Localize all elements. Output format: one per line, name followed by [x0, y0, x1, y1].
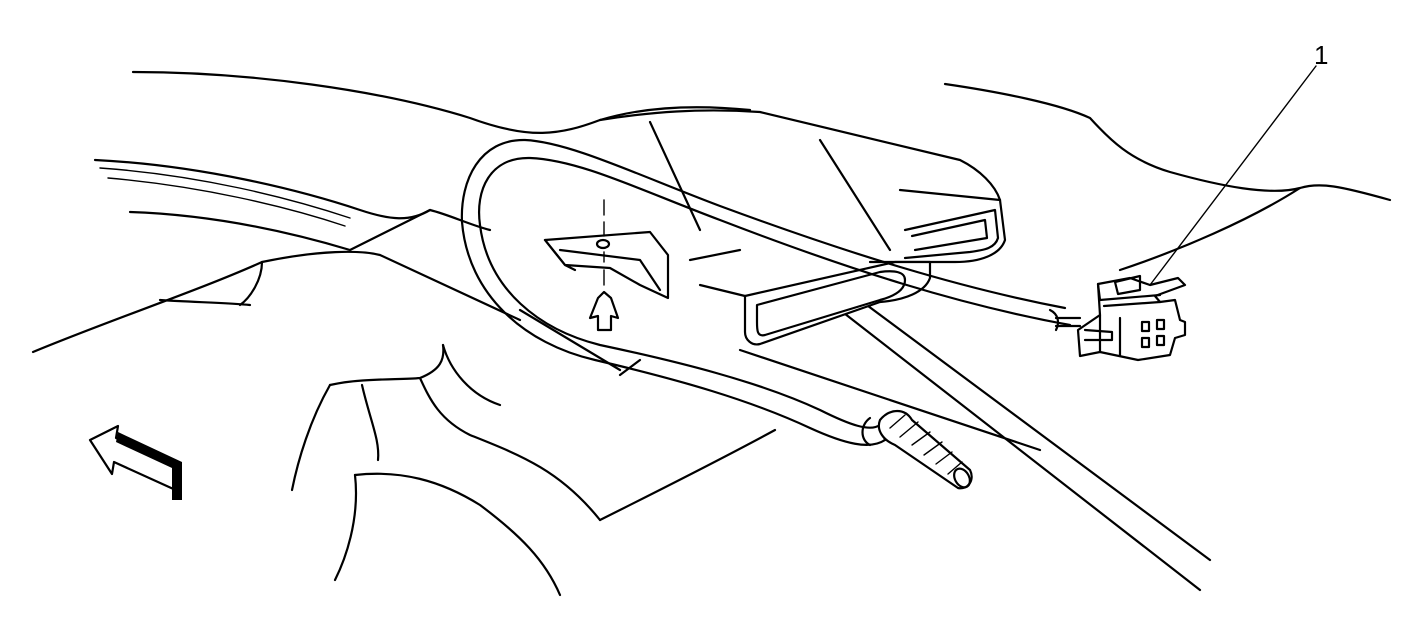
- air-duct: [598, 109, 1007, 346]
- callout-1: 1: [1149, 40, 1328, 286]
- electrical-connector: [1054, 274, 1187, 362]
- push-in-retainer: [588, 290, 620, 332]
- mounting-bracket: [543, 199, 670, 300]
- arrow-up-left-icon: [88, 424, 182, 500]
- upper-body-panel: [31, 70, 1392, 354]
- callout-label: 1: [1314, 40, 1328, 70]
- console-structure: [290, 298, 1212, 597]
